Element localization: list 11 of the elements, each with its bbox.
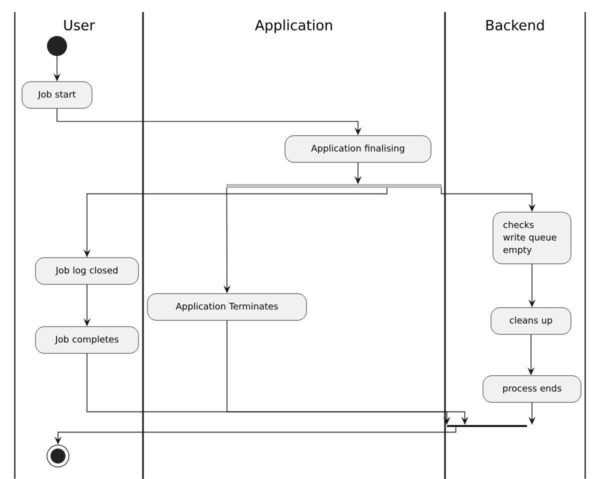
activity-box: Application Terminates (147, 293, 307, 321)
activity-box: Job log closed (35, 257, 139, 285)
activity-box: Job start (22, 81, 92, 109)
activity-box: Application finalising (284, 135, 432, 163)
activity-box: Job completes (35, 326, 139, 354)
activity-box: cleans up (490, 307, 572, 335)
end-node (46, 444, 70, 468)
activity-box: checks write queue empty (492, 212, 572, 264)
activity-box: process ends (482, 375, 582, 403)
fork-bar (226, 184, 442, 188)
start-node (47, 36, 67, 56)
